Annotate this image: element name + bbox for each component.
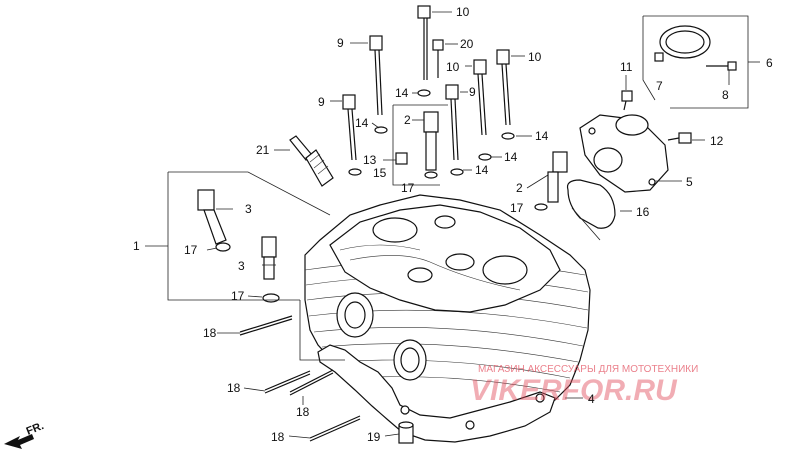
spark-plug — [289, 135, 334, 187]
callout-2: 2 — [404, 113, 411, 127]
cap-nut — [395, 152, 408, 165]
cylinder-head — [304, 194, 591, 443]
callout-10: 10 — [528, 50, 542, 64]
callout-6: 6 — [766, 56, 773, 70]
callout-15: 15 — [373, 166, 387, 180]
callout-17: 17 — [231, 289, 245, 303]
front-direction-label: FR. — [25, 420, 46, 438]
group-brackets — [167, 15, 749, 361]
callout-1: 1 — [133, 239, 140, 253]
callout-3: 3 — [245, 202, 252, 216]
callout-4: 4 — [588, 392, 595, 406]
callout-20: 20 — [460, 37, 474, 51]
callout-14: 14 — [395, 86, 409, 100]
watermark: МАГАЗИН АКСЕССУАРЫ ДЛЯ МОТОТЕХНИКИ VIKER… — [470, 364, 698, 407]
dowel-pin — [398, 421, 414, 444]
callout-18: 18 — [227, 381, 241, 395]
callout-9: 9 — [318, 95, 325, 109]
callout-14: 14 — [355, 116, 369, 130]
callout-9: 9 — [469, 85, 476, 99]
callout-18: 18 — [271, 430, 285, 444]
callout-3: 3 — [238, 259, 245, 273]
callout-9: 9 — [337, 36, 344, 50]
callout-16: 16 — [636, 205, 650, 219]
callout-8: 8 — [722, 88, 729, 102]
callout-5: 5 — [686, 175, 693, 189]
callout-14: 14 — [475, 163, 489, 177]
callout-21: 21 — [256, 143, 270, 157]
callout-17: 17 — [510, 201, 524, 215]
callout-7: 7 — [656, 79, 663, 93]
clamp-assembly — [654, 25, 737, 71]
callout-2: 2 — [516, 181, 523, 195]
side-cover-assembly — [566, 90, 692, 229]
valve-guides — [197, 111, 568, 303]
callout-14: 14 — [535, 129, 549, 143]
watermark-tagline: МАГАЗИН АКСЕССУАРЫ ДЛЯ МОТОТЕХНИКИ — [478, 364, 698, 375]
leader-lines — [145, 11, 760, 439]
callout-18: 18 — [203, 326, 217, 340]
callout-10: 10 — [456, 5, 470, 19]
callout-10: 10 — [446, 60, 460, 74]
callout-14: 14 — [504, 150, 518, 164]
callout-17: 17 — [401, 181, 415, 195]
washers — [348, 89, 515, 176]
callout-17: 17 — [184, 243, 198, 257]
studs — [239, 315, 361, 442]
callout-12: 12 — [710, 134, 724, 148]
callout-11: 11 — [620, 60, 633, 74]
callout-18: 18 — [296, 405, 310, 419]
callout-labels: 10 9 20 10 10 9 9 14 14 14 14 14 2 2 13 … — [133, 5, 773, 444]
callout-19: 19 — [367, 430, 381, 444]
front-direction-marker: FR. — [4, 420, 46, 449]
callout-13: 13 — [363, 153, 377, 167]
watermark-logo: VIKERFOR.RU — [470, 374, 678, 407]
head-bolts — [342, 5, 511, 161]
